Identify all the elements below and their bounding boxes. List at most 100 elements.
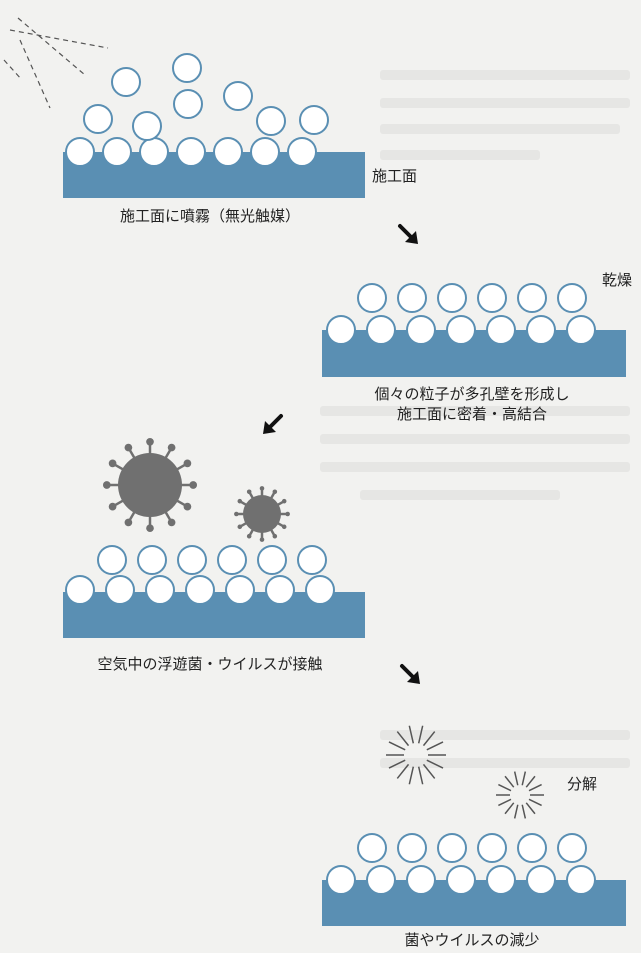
particle: [185, 575, 215, 605]
virus-body: [118, 453, 182, 517]
virus-body: [243, 495, 281, 533]
virus-spike-tip: [146, 437, 154, 446]
burst-ray: [408, 725, 415, 744]
burst-ray: [504, 802, 515, 815]
virus-spike-tip: [237, 498, 243, 504]
particle: [326, 865, 356, 895]
decompose-label: 分解: [567, 775, 598, 793]
burst-icon: [496, 771, 544, 819]
burst-ray: [504, 775, 515, 788]
burst-ray: [525, 802, 536, 815]
particle: [97, 545, 127, 575]
virus-spike-tip: [237, 524, 243, 530]
step2-caption-line2: 施工面に密着・高結合: [396, 405, 547, 423]
particle: [326, 315, 356, 345]
particle: [256, 106, 286, 136]
particle: [446, 865, 476, 895]
particle: [173, 89, 203, 119]
burst-ray: [528, 783, 542, 792]
step-contact: [63, 437, 365, 638]
burst-ray: [388, 759, 406, 769]
burst-ray: [513, 771, 519, 786]
particle: [477, 833, 507, 863]
virus-spike-tip: [108, 502, 117, 511]
particle: [517, 833, 547, 863]
particle: [566, 865, 596, 895]
burst-ray: [498, 783, 512, 792]
particle: [566, 315, 596, 345]
burst-ray: [426, 741, 444, 751]
step-decompose: [322, 725, 626, 926]
particle: [83, 104, 113, 134]
particle: [406, 315, 436, 345]
arrow-down-right-icon: [398, 224, 418, 244]
arrow-down-left-icon: [263, 414, 283, 434]
virus-spike-tip: [146, 524, 154, 533]
virus-icon: [234, 486, 290, 542]
particle: [437, 283, 467, 313]
virus-spike-tip: [167, 518, 176, 527]
virus-spike-tip: [102, 481, 111, 489]
particle: [145, 575, 175, 605]
virus-spike-tip: [189, 481, 198, 489]
particle: [357, 833, 387, 863]
particle: [526, 315, 556, 345]
burst-ray: [417, 725, 424, 744]
particle: [437, 833, 467, 863]
burst-ray: [528, 798, 542, 807]
particle: [366, 315, 396, 345]
particle: [105, 575, 135, 605]
arrow-head: [405, 231, 418, 244]
particle: [176, 137, 206, 167]
spray-line: [3, 59, 23, 81]
virus-spike-tip: [259, 486, 265, 491]
particle: [257, 545, 287, 575]
particle: [217, 545, 247, 575]
particle: [65, 137, 95, 167]
particle: [172, 53, 202, 83]
virus-spike-tip: [246, 533, 252, 539]
particle: [137, 545, 167, 575]
burst-ray: [396, 763, 410, 779]
virus-spike-tip: [281, 524, 287, 530]
arrow-down-right-icon: [400, 664, 420, 684]
particle: [111, 67, 141, 97]
step4-caption: 菌やウイルスの減少: [404, 931, 540, 949]
particle: [287, 137, 317, 167]
particle: [132, 111, 162, 141]
burst-ray: [417, 766, 424, 785]
step1-caption: 施工面に噴霧（無光触媒）: [119, 207, 300, 225]
spray-lines-icon: [3, 17, 109, 109]
virus-spike-tip: [167, 443, 176, 452]
burst-ray: [422, 731, 436, 747]
step2-caption-line1: 個々の粒子が多孔壁を形成し: [374, 385, 570, 403]
particle: [366, 865, 396, 895]
particle: [250, 137, 280, 167]
virus-spike-tip: [272, 489, 278, 495]
virus-spike-tip: [285, 511, 290, 517]
particle: [225, 575, 255, 605]
burst-ray: [396, 731, 410, 747]
burst-ray: [422, 763, 436, 779]
particle: [299, 105, 329, 135]
dry-label: 乾燥: [602, 271, 633, 289]
particle: [557, 833, 587, 863]
step3-caption: 空気中の浮遊菌・ウイルスが接触: [97, 655, 323, 673]
virus-spike-tip: [246, 489, 252, 495]
particle: [102, 137, 132, 167]
virus-spike-tip: [124, 518, 133, 527]
step-spray: [63, 53, 365, 198]
particle: [357, 283, 387, 313]
particle: [265, 575, 295, 605]
particle: [446, 315, 476, 345]
virus-spike-tip: [272, 533, 278, 539]
burst-ray: [521, 804, 527, 819]
burst-ray: [408, 766, 415, 785]
particle: [486, 865, 516, 895]
spray-line: [17, 17, 86, 76]
surface-label: 施工面: [372, 167, 418, 185]
particle: [397, 833, 427, 863]
burst-ray: [521, 771, 527, 786]
particle: [557, 283, 587, 313]
